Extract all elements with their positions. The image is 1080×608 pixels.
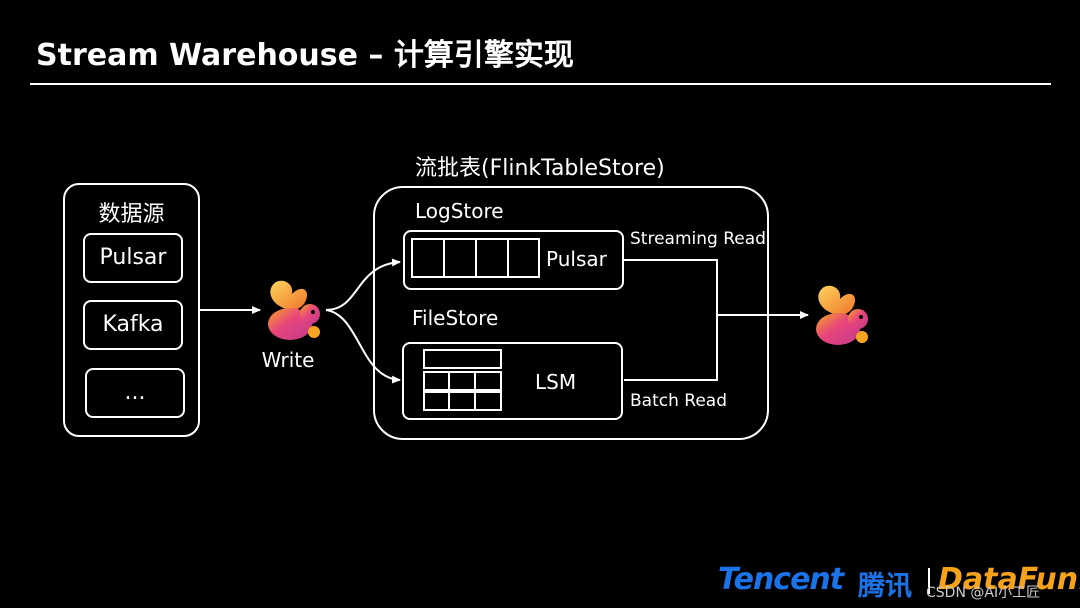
source-kafka-label: Kafka [102, 312, 164, 337]
footer-separator [928, 568, 930, 594]
flink-squirrel-icon [268, 280, 320, 340]
write-to-logstore-arrow [325, 258, 401, 311]
logstore-grid [411, 238, 540, 278]
logstore-label: LogStore [415, 199, 504, 223]
flink-squirrel-output-icon [816, 285, 868, 345]
batch-read-line [624, 315, 718, 381]
batch-read-label: Batch Read [630, 391, 727, 411]
filestore-box [402, 342, 623, 420]
source-more-label: ... [124, 380, 146, 405]
write-to-filestore-arrow [325, 309, 401, 384]
tencent-logo-cn: 腾讯 [858, 571, 912, 602]
source-pulsar-box [83, 233, 183, 283]
source-more-box [85, 368, 185, 418]
data-source-label: 数据源 [98, 202, 165, 227]
title-divider [30, 83, 1051, 85]
logstore-inner-label: Pulsar [546, 247, 607, 271]
source-kafka-box [83, 300, 183, 350]
page-title: Stream Warehouse – 计算引擎实现 [36, 38, 574, 73]
table-store-container [373, 186, 769, 440]
table-store-label: 流批表(FlinkTableStore) [415, 156, 665, 181]
data-source-container [63, 183, 200, 437]
filestore-inner-label: LSM [535, 370, 577, 394]
datafun-logo: DataFun. [938, 562, 1080, 597]
streaming-read-line [624, 259, 718, 315]
logstore-box [403, 230, 624, 290]
tencent-logo: Tencent [718, 562, 844, 597]
filestore-label: FileStore [412, 306, 499, 330]
write-label: Write [261, 348, 315, 372]
csdn-watermark: CSDN @AI小工匠 [926, 585, 1041, 601]
source-pulsar-label: Pulsar [99, 245, 167, 270]
lsm-grid [423, 349, 502, 411]
streaming-read-label: Streaming Read [630, 229, 766, 249]
